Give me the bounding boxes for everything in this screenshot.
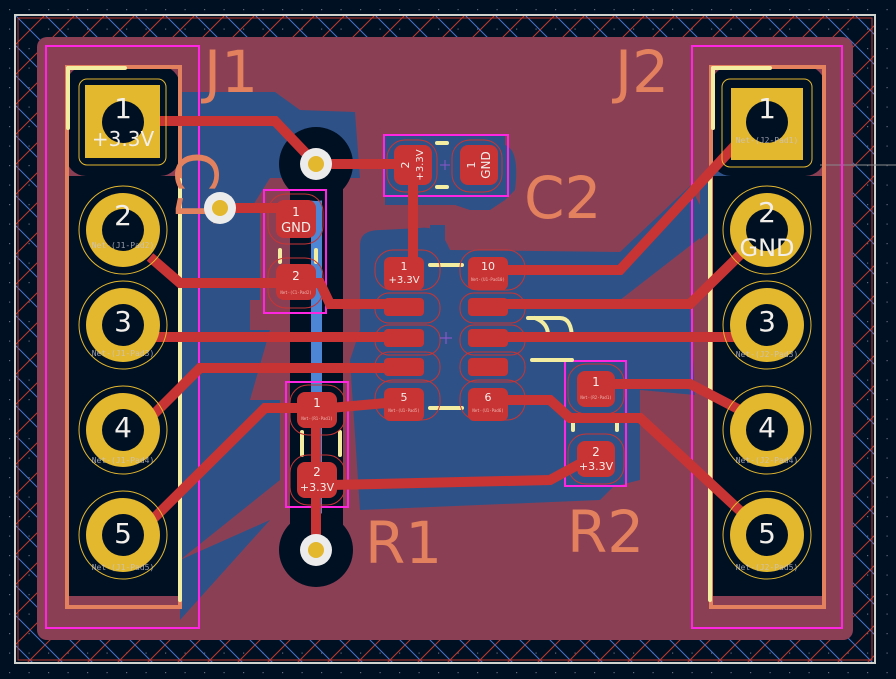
c2-pad1-number: 1 xyxy=(465,162,478,169)
track-u1-pad6 xyxy=(490,395,754,524)
u1-footprint xyxy=(374,249,526,421)
c1-pad1-net: GND xyxy=(281,221,311,236)
j2-pad5-number: 5 xyxy=(758,517,776,550)
c1-pad2-net: Net-(C1-Pad2) xyxy=(280,290,311,295)
r1-pad1-net: Net-(R1-Pad1) xyxy=(301,416,332,421)
track-r2-pad1 xyxy=(596,379,743,415)
j1-pad3-number: 3 xyxy=(114,305,132,338)
c2-pad2-label: 2 +3.3V xyxy=(399,149,426,180)
j1-reference: J1 xyxy=(201,38,258,106)
u1-pad5-number: 5 xyxy=(401,391,408,404)
c2-pad1-net: GND xyxy=(479,151,493,179)
j1-pad4-net: Net-(J1-Pad4) xyxy=(92,456,155,465)
j2-pad2-number: 2 xyxy=(758,196,776,229)
j1-footprint xyxy=(78,78,168,580)
j2-pad1-net: Net-(J2-Pad1) xyxy=(736,136,799,145)
c1-pad2-number: 2 xyxy=(292,269,300,283)
board-outline xyxy=(14,14,876,664)
r1-reference: R1 xyxy=(365,509,442,577)
back-copper-track xyxy=(311,160,322,550)
r2-pad2-number: 2 xyxy=(592,445,600,459)
j2-pad2-net: GND xyxy=(739,234,794,262)
j1-pad4-number: 4 xyxy=(114,411,132,444)
j2-pad3-number: 3 xyxy=(758,305,776,338)
r1-footprint xyxy=(289,384,346,506)
j1-pad5-net: Net-(J1-Pad5) xyxy=(92,563,155,572)
j1-pad2-number: 2 xyxy=(114,199,132,232)
front-copper-tracks xyxy=(146,116,754,550)
track-3v3-j1 xyxy=(155,116,320,168)
r2-pad2-net: +3.3V xyxy=(579,460,614,473)
r1-pad2-net: +3.3V xyxy=(300,481,335,494)
track-u1-pad10 xyxy=(480,136,744,275)
r1-pad2-number: 2 xyxy=(313,465,321,479)
j1-pad3-net: Net-(J1-Pad3) xyxy=(92,349,155,358)
u1-pad10-number: 10 xyxy=(481,260,495,273)
u1-pad1-number: 1 xyxy=(401,260,408,273)
j2-pad4-number: 4 xyxy=(758,411,776,444)
r2-pad1-net: Net-(R2-Pad1) xyxy=(580,395,611,400)
r1-pad1-number: 1 xyxy=(313,396,321,410)
board-outline-inner xyxy=(17,17,873,661)
u1-pad1-net: +3.3V xyxy=(388,275,419,286)
j1-pad2-net: Net-(J1-Pad2) xyxy=(92,241,155,250)
c2-pad1-label: 1 GND xyxy=(465,151,493,179)
r2-pad1-number: 1 xyxy=(592,375,600,389)
j2-pad5-net: Net-(J2-Pad5) xyxy=(736,563,799,572)
c2-footprint xyxy=(386,139,503,193)
r2-reference: R2 xyxy=(567,498,644,566)
vias xyxy=(204,148,332,566)
u1-pad10-net: Net-(U1-Pad10) xyxy=(471,277,505,282)
track-j1-pad2 xyxy=(146,253,420,309)
c1-footprint xyxy=(267,193,324,309)
j2-reference: J2 xyxy=(612,38,669,106)
j2-pad3-net: Net-(J2-Pad3) xyxy=(736,350,799,359)
c1-pad1-number: 1 xyxy=(292,205,300,219)
c2-pad2-number: 2 xyxy=(399,162,412,169)
track-u1-pad8 xyxy=(470,246,749,309)
j1-pad5-number: 5 xyxy=(114,517,132,550)
u1-pad5-net: Net-(U1-Pad5) xyxy=(388,408,419,413)
u1-pad6-number: 6 xyxy=(485,391,492,404)
j1-pad1-number: 1 xyxy=(114,92,132,125)
track-j1-pad4 xyxy=(146,363,420,422)
c2-pad2-net: +3.3V xyxy=(415,149,426,180)
j1-pad1-net: +3.3V xyxy=(92,127,155,151)
c2-reference: C2 xyxy=(524,164,601,232)
j2-footprint xyxy=(721,78,813,580)
j2-pad1-number: 1 xyxy=(758,92,776,125)
r2-footprint xyxy=(567,363,625,485)
u1-pad6-net: Net-(U1-Pad6) xyxy=(472,408,503,413)
j2-pad4-net: Net-(J2-Pad4) xyxy=(736,456,799,465)
